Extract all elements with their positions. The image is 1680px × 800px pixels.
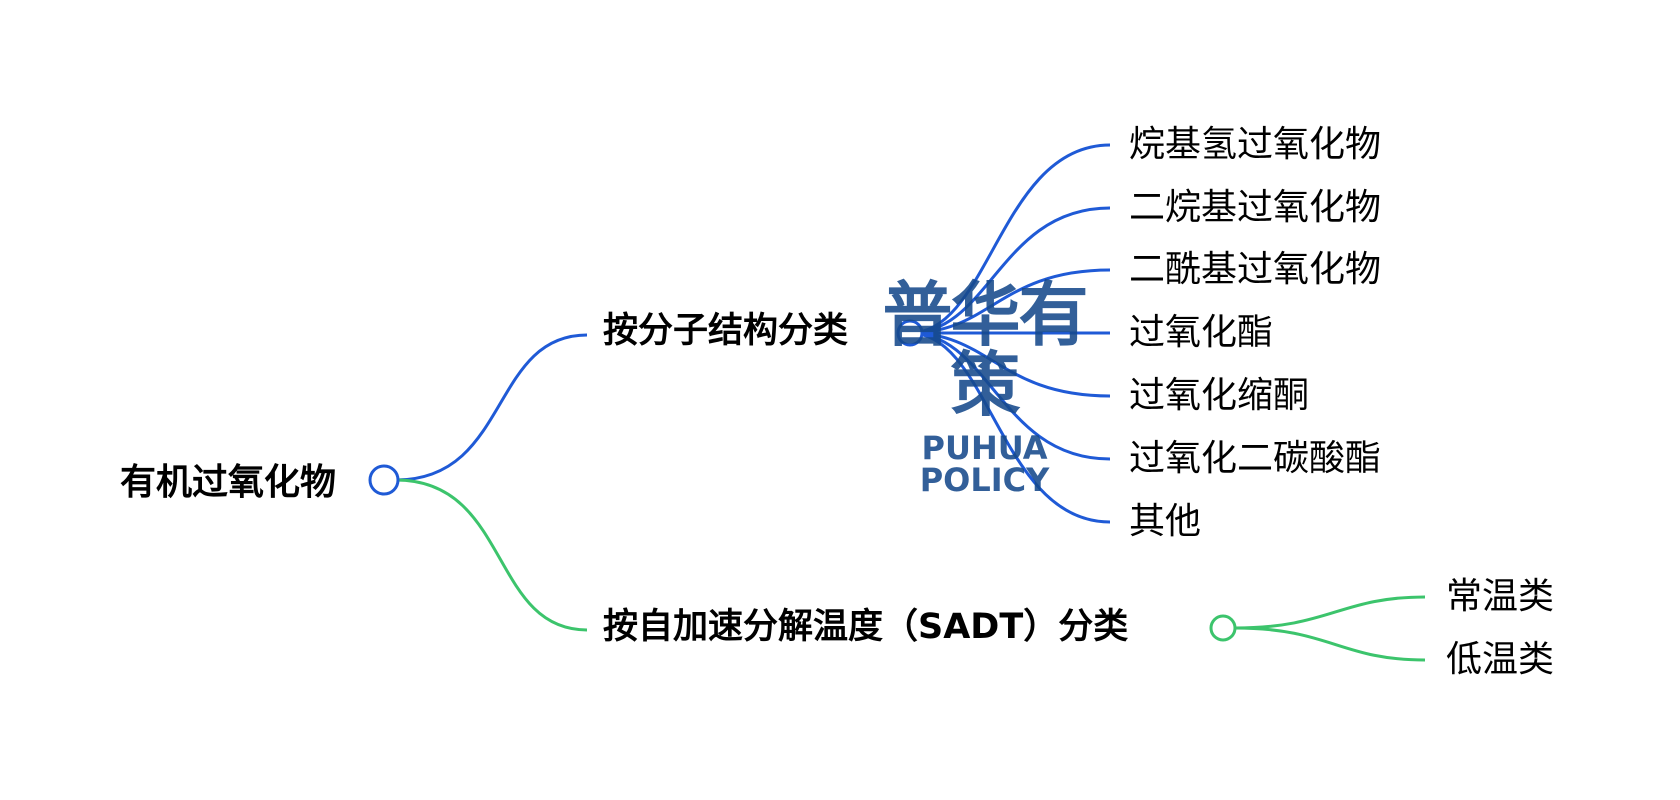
connector-leaf-normal-temp — [1234, 595, 1426, 630]
connector-leaf-3 — [909, 268, 1111, 335]
leaf-dialkyl-peroxide[interactable]: 二烷基过氧化物 — [1129, 187, 1382, 228]
leaf-alkyl-hydroperoxide[interactable]: 烷基氢过氧化物 — [1129, 124, 1382, 165]
connector-leaf-6 — [909, 331, 1111, 461]
leaf-other[interactable]: 其他 — [1129, 501, 1202, 542]
connector-leaf-7 — [909, 331, 1111, 524]
structure-node-circle[interactable] — [896, 319, 924, 347]
leaf-peroxyester[interactable]: 过氧化酯 — [1129, 312, 1274, 353]
connector-root-to-structure — [395, 333, 588, 482]
sadt-node-circle[interactable] — [1209, 614, 1237, 642]
branch-structure-label[interactable]: 按分子结构分类 — [603, 311, 849, 351]
connector-leaf-low-temp — [1234, 626, 1426, 662]
leaf-normal-temperature[interactable]: 常温类 — [1446, 576, 1555, 617]
connector-leaf-5 — [909, 331, 1111, 398]
leaf-diacyl-peroxide[interactable]: 二酰基过氧化物 — [1129, 249, 1382, 290]
connector-root-to-sadt — [395, 478, 588, 632]
connector-leaf-1 — [909, 143, 1111, 335]
leaf-low-temperature[interactable]: 低温类 — [1446, 639, 1555, 680]
sadt-leaf-connectors — [1234, 595, 1426, 662]
root-node-circle[interactable] — [368, 464, 400, 496]
leaf-peroxydicarbonate[interactable]: 过氧化二碳酸酯 — [1129, 438, 1382, 479]
branch-sadt-label[interactable]: 按自加速分解温度（SADT）分类 — [603, 607, 1129, 647]
leaf-peroxyketal[interactable]: 过氧化缩酮 — [1129, 375, 1310, 416]
connector-leaf-2 — [909, 206, 1111, 335]
structure-leaf-connectors — [909, 143, 1111, 524]
root-node-label[interactable]: 有机过氧化物 — [120, 462, 337, 503]
